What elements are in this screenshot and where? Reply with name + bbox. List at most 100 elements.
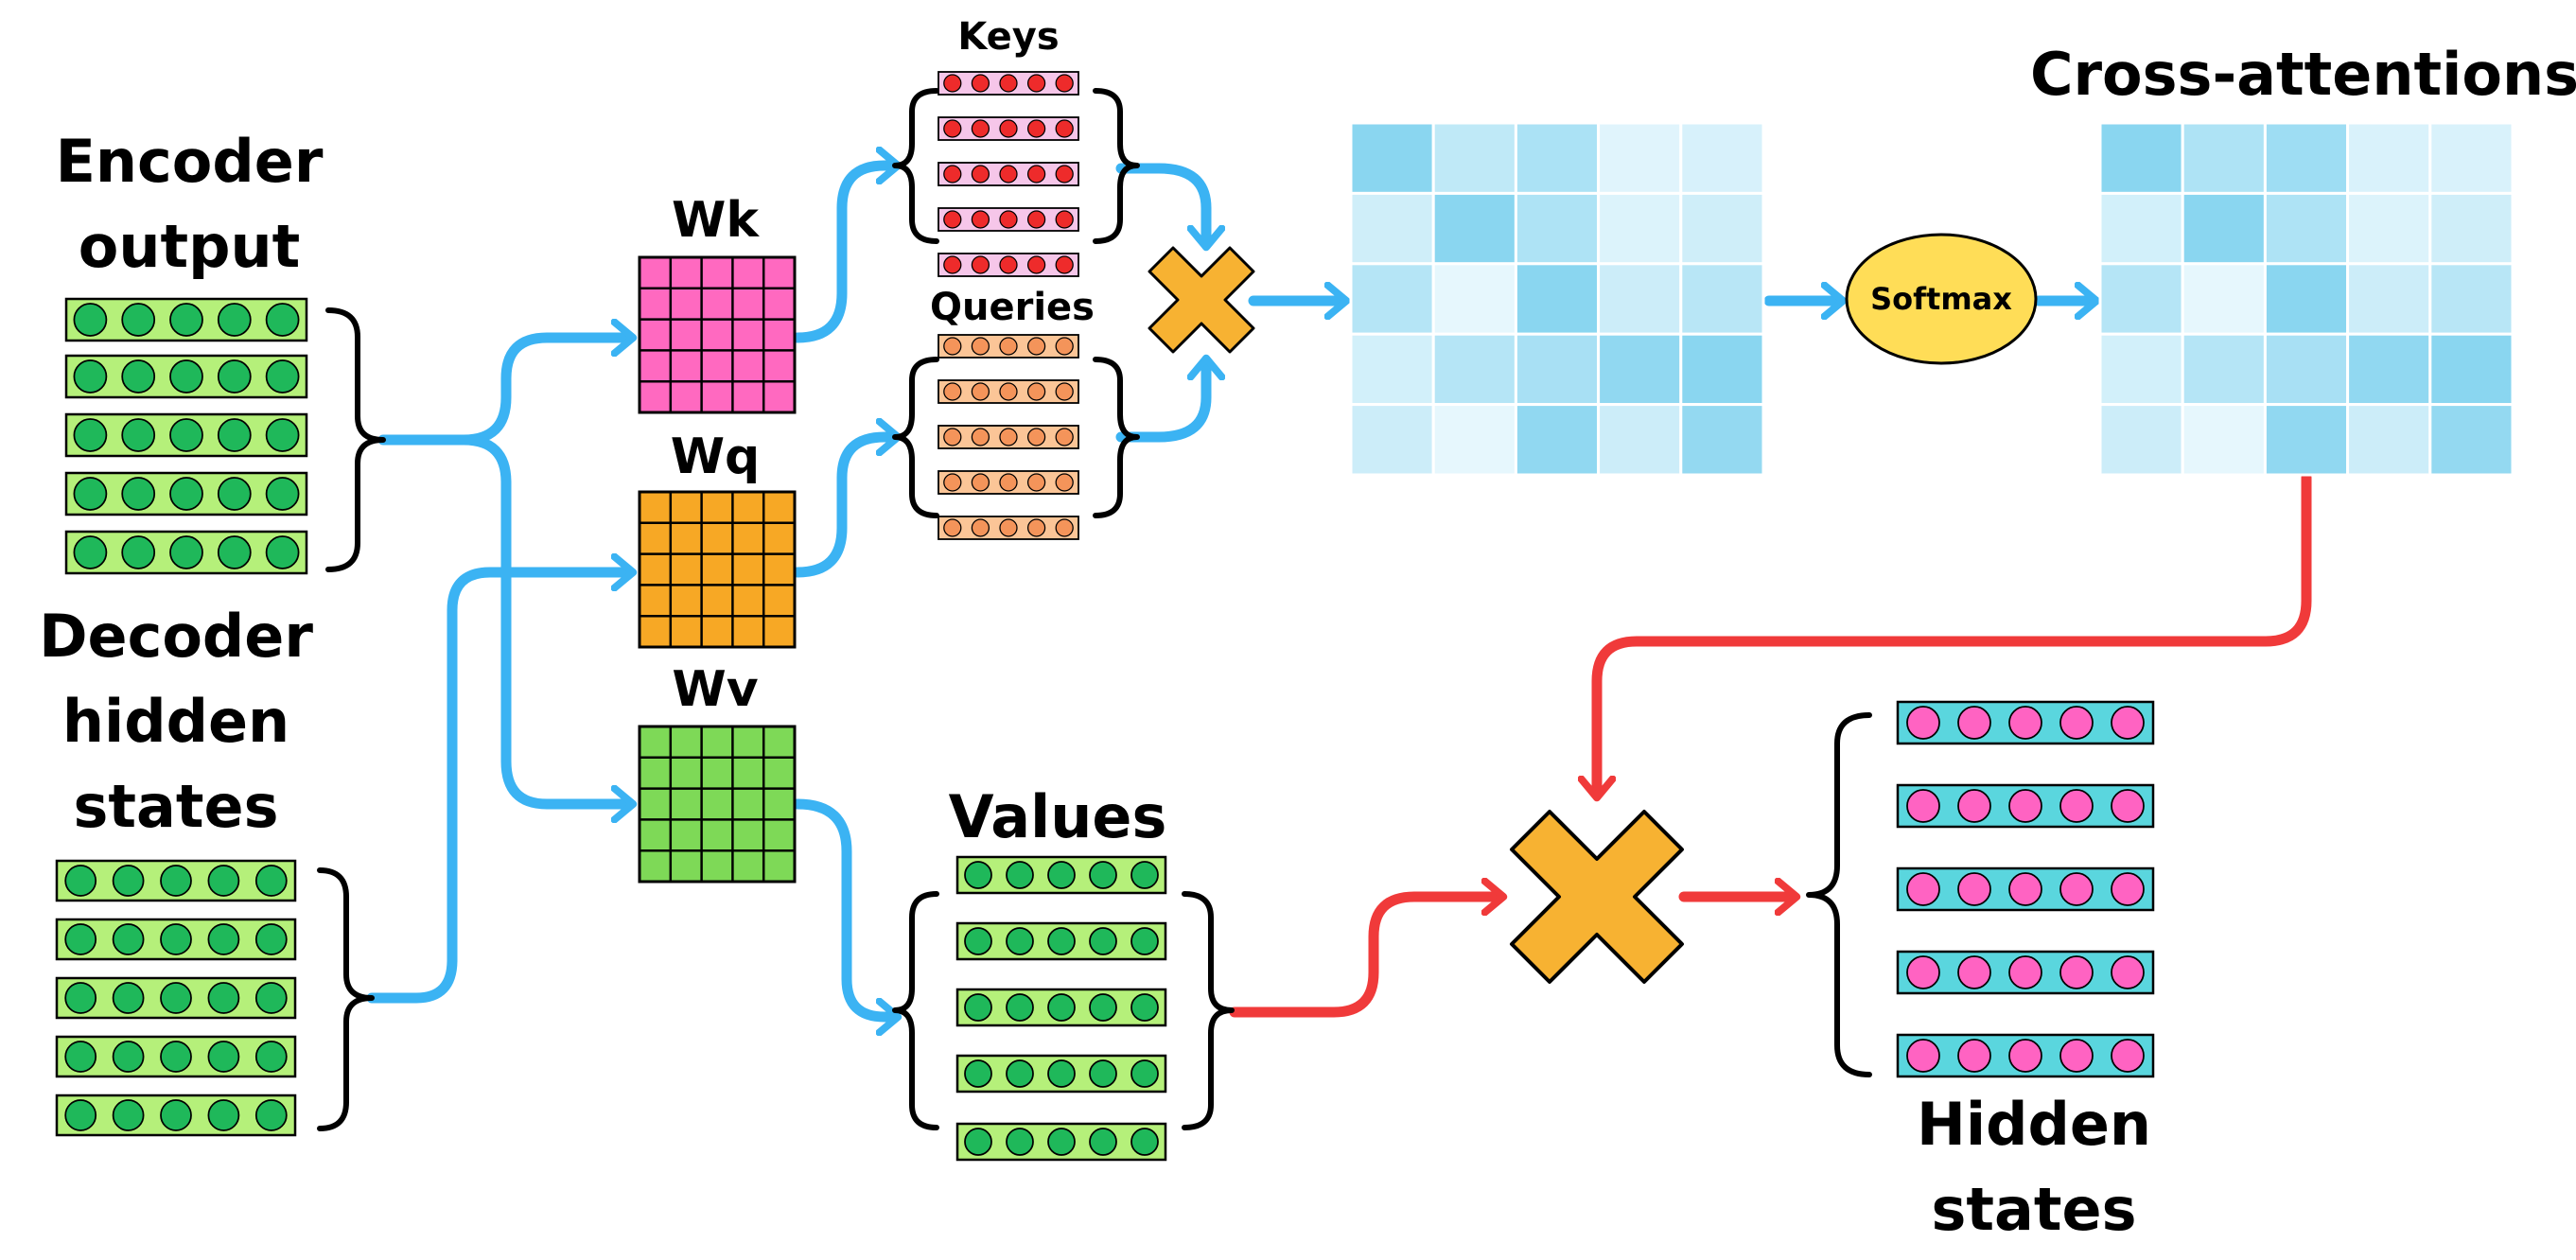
brace-encoder — [325, 307, 386, 572]
encoder-vector-dot — [265, 418, 300, 452]
cross-attention-cell — [2263, 403, 2350, 477]
encoder-vector-dot — [169, 418, 203, 452]
key-vector-dot — [943, 210, 962, 229]
decoder-vector-dot — [64, 923, 97, 955]
key-vector-dot — [943, 119, 962, 138]
cross-attention-cell — [2346, 262, 2432, 336]
hidden-vector-dot — [2059, 955, 2094, 989]
decoder-vector-dot — [112, 923, 145, 955]
query-vector-dot — [971, 337, 990, 356]
arrow-keys-to-multiply — [1115, 163, 1206, 244]
key-vector-dot — [1055, 74, 1074, 93]
value-vector-dot — [1047, 1128, 1076, 1156]
cross-attention-cell — [2346, 191, 2432, 266]
red-arrows — [1229, 472, 2312, 1018]
wk-label: Wk — [672, 192, 760, 249]
key-vector-dot — [1055, 165, 1074, 184]
value-vector-dot — [1047, 1059, 1076, 1088]
decoder-vector-dot — [160, 1041, 192, 1073]
cross-attention-cell — [2263, 262, 2350, 336]
brace-queries-left — [892, 357, 939, 518]
query-vector — [938, 334, 1079, 359]
wk-matrix — [638, 255, 797, 414]
cross-attention-cell — [2428, 121, 2515, 195]
query-vector-dot — [1055, 473, 1074, 492]
score-cell — [1597, 332, 1683, 407]
decoder-label-line3: states — [74, 772, 279, 841]
query-vector-dot — [1026, 518, 1046, 537]
hidden-vector-dot — [2111, 955, 2145, 989]
hidden-vector — [1896, 700, 2155, 745]
key-vector-dot — [1026, 74, 1046, 93]
cross-attention-cell — [2428, 191, 2515, 266]
brace-keys-right — [1093, 88, 1140, 244]
value-vector-dot — [1006, 1128, 1034, 1156]
blue-arrows — [366, 163, 2094, 1017]
encoder-vector-dot — [217, 418, 252, 452]
score-cell — [1431, 403, 1517, 477]
wq-matrix — [638, 490, 797, 649]
score-cell — [1679, 262, 1765, 336]
encoder-vector-dot — [169, 535, 203, 569]
query-vector-dot — [999, 337, 1018, 356]
value-vector-dot — [964, 1059, 992, 1088]
query-vector-dot — [999, 428, 1018, 446]
encoder-vector-dot — [217, 535, 252, 569]
value-vector-dot — [1006, 993, 1034, 1022]
arrow-values-to-multiply — [1229, 897, 1500, 1018]
hidden-states-label-line2: states — [1932, 1175, 2137, 1244]
cross-attention-cell — [2181, 262, 2267, 336]
score-cell — [1431, 121, 1517, 195]
key-vector-dot — [971, 255, 990, 274]
decoder-vector-dot — [112, 865, 145, 897]
decoder-vector-dot — [112, 1041, 145, 1073]
hidden-vector-dot — [2059, 1039, 2094, 1073]
value-vector-dot — [1047, 993, 1076, 1022]
decoder-vector-dot — [207, 982, 240, 1014]
value-vector-dot — [964, 993, 992, 1022]
brace-values-right — [1182, 891, 1235, 1130]
encoder-vector-dot — [169, 359, 203, 394]
braces — [317, 88, 1872, 1131]
encoder-vector-dot — [73, 303, 108, 337]
hidden-vector-dot — [2111, 789, 2145, 823]
key-vector-dot — [999, 255, 1018, 274]
cross-attention-cell — [2346, 403, 2432, 477]
cross-attention-cell — [2428, 403, 2515, 477]
query-vector-dot — [1055, 428, 1074, 446]
query-vector-dot — [1026, 382, 1046, 401]
key-vector-dot — [1026, 119, 1046, 138]
score-cell — [1514, 332, 1601, 407]
multiply-icon-large — [1510, 810, 1684, 984]
query-vector-dot — [1055, 337, 1074, 356]
encoder-vector-dot — [73, 418, 108, 452]
value-vector-dot — [1006, 861, 1034, 889]
decoder-label-line1: Decoder — [39, 602, 313, 671]
decoder-vector-dot — [207, 1041, 240, 1073]
query-vector — [938, 470, 1079, 495]
value-vector-dot — [1130, 1128, 1159, 1156]
value-vector-dot — [1089, 993, 1117, 1022]
query-vector-dot — [943, 337, 962, 356]
score-cell — [1679, 191, 1765, 266]
encoder-vector-dot — [121, 359, 156, 394]
decoder-vector — [55, 976, 297, 1020]
hidden-vector-dot — [2111, 872, 2145, 906]
decoder-vector-dot — [64, 1099, 97, 1131]
arrow-wk-to-keys — [792, 166, 895, 343]
value-vector-dot — [1130, 861, 1159, 889]
encoder-vector-dot — [265, 359, 300, 394]
encoder-vector-dot — [265, 477, 300, 511]
query-vector-dot — [971, 428, 990, 446]
attention-score-heatmap — [1349, 121, 1765, 477]
encoder-vector — [64, 354, 308, 399]
score-cell — [1514, 262, 1601, 336]
key-vector-dot — [971, 210, 990, 229]
multiply-icon-small — [1148, 246, 1255, 354]
value-vector-dot — [1006, 1059, 1034, 1088]
key-vector — [938, 207, 1079, 232]
arrow-wq-to-queries — [792, 437, 895, 578]
encoder-vector-dot — [217, 477, 252, 511]
cross-attention-cell — [2098, 191, 2184, 266]
key-vector — [938, 253, 1079, 277]
